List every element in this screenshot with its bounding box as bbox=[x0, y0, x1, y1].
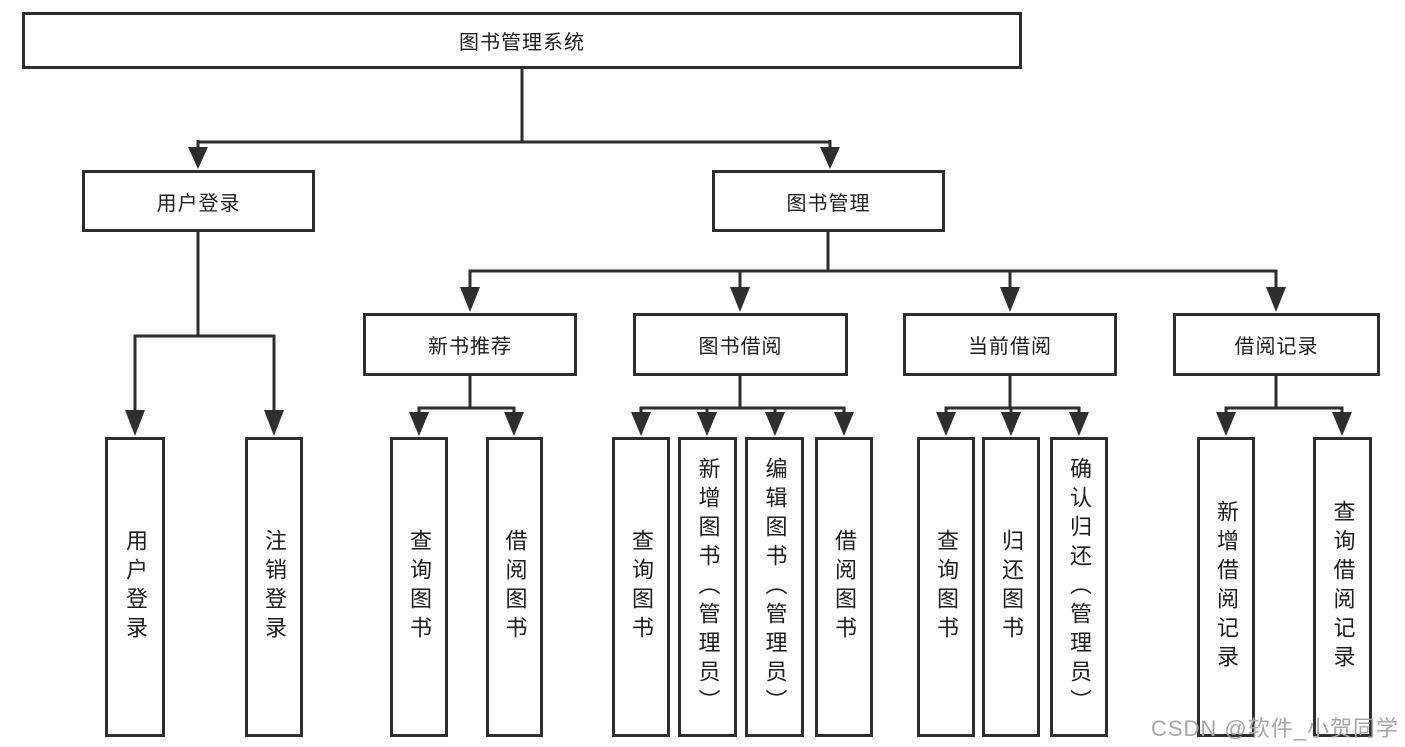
leaf-add-borrow-record: 新增借阅记录 bbox=[1197, 437, 1255, 737]
leaf-add-book-admin: 新增图书（管理员） bbox=[678, 437, 737, 737]
node-user-login: 用户登录 bbox=[82, 170, 315, 232]
leaf-edit-book-admin: 编辑图书（管理员） bbox=[745, 437, 804, 737]
node-borrow-records: 借阅记录 bbox=[1173, 313, 1380, 376]
leaf-query-borrow-record: 查询借阅记录 bbox=[1313, 437, 1372, 737]
leaf-query-books-recommend: 查询图书 bbox=[390, 437, 448, 737]
leaf-logout-login: 注销登录 bbox=[245, 437, 303, 737]
leaf-user-login: 用户登录 bbox=[105, 437, 165, 737]
leaf-confirm-return-admin: 确认归还（管理员） bbox=[1050, 437, 1108, 737]
leaf-borrow-books-recommend: 借阅图书 bbox=[486, 437, 543, 737]
node-current-borrow: 当前借阅 bbox=[903, 313, 1117, 376]
node-book-borrow: 图书借阅 bbox=[633, 313, 848, 376]
node-book-management: 图书管理 bbox=[712, 170, 945, 232]
leaf-borrow-books: 借阅图书 bbox=[815, 437, 873, 737]
csdn-watermark: CSDN @软件_小贺同学 bbox=[1150, 716, 1399, 741]
leaf-return-book: 归还图书 bbox=[982, 437, 1040, 737]
leaf-query-books-current: 查询图书 bbox=[917, 437, 975, 737]
node-library-management-system: 图书管理系统 bbox=[22, 12, 1022, 69]
leaf-query-books-borrow: 查询图书 bbox=[612, 437, 670, 737]
node-new-book-recommend: 新书推荐 bbox=[363, 313, 577, 376]
